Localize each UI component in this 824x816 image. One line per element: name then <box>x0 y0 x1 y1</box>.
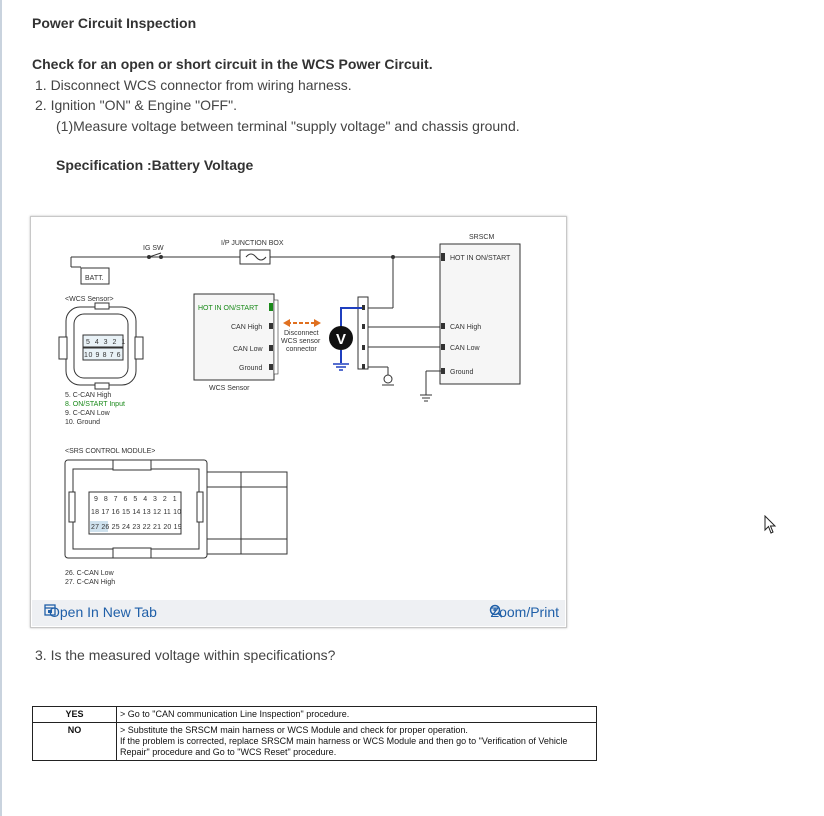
srscm-title: SRSCM <box>469 234 494 241</box>
srs-row-1: 9 8 7 6 5 4 3 2 1 <box>94 496 179 503</box>
result-no-line-1: > Substitute the SRSCM main harness or W… <box>120 725 468 735</box>
probe-wire-positive <box>340 307 362 327</box>
result-no-line-3: Repair" procedure and Go to "WCS Reset" … <box>120 747 337 757</box>
wcs-pin-can-high: CAN High <box>231 324 262 331</box>
srs-legend-2: 27. C-CAN High <box>65 579 115 586</box>
wiring-diagram-figure: IG SW I/P JUNCTION BOX BATT. SRSCM HOT I… <box>30 216 567 628</box>
wcs-pin-ground: Ground <box>239 365 262 372</box>
disconnect-note-1: Disconnect <box>284 330 319 337</box>
result-yes-line-1: > Go to "CAN communication Line Inspecti… <box>120 709 350 719</box>
srs-row-2: 18 17 16 15 14 13 12 11 10 <box>91 509 181 516</box>
wcs-pin-can-low: CAN Low <box>233 346 264 353</box>
disconnect-note-3: connector <box>286 346 317 353</box>
open-in-new-tab-link[interactable]: Open In New Tab <box>44 604 157 620</box>
voltmeter-icon <box>329 326 353 350</box>
wcs-sensor-header: <WCS Sensor> <box>65 296 114 303</box>
figure-toolbar: Open In New Tab Zoom/Print <box>32 600 565 626</box>
zoom-print-label: Zoom/Print <box>490 604 559 620</box>
zoom-print-link[interactable]: Zoom/Print <box>489 604 559 620</box>
step-1: 1. Disconnect WCS connector from wiring … <box>35 77 352 93</box>
check-heading: Check for an open or short circuit in th… <box>32 56 433 72</box>
table-row: NO > Substitute the SRSCM main harness o… <box>32 722 597 761</box>
srs-legend-1: 26. C-CAN Low <box>65 570 115 577</box>
result-value-no: > Substitute the SRSCM main harness or W… <box>116 722 597 761</box>
table-row: YES > Go to "CAN communication Line Insp… <box>32 706 597 723</box>
wcs-sensor-label: WCS Sensor <box>209 385 250 392</box>
specification: Specification :Battery Voltage <box>56 157 254 173</box>
battery-label: BATT. <box>85 275 104 282</box>
result-key-yes: YES <box>32 706 117 723</box>
disconnect-note-2: WCS sensor <box>281 338 321 345</box>
open-in-new-tab-label: Open In New Tab <box>49 604 157 620</box>
srscm-pin-can-high: CAN High <box>450 324 481 331</box>
step-3-question: 3. Is the measured voltage within specif… <box>35 647 336 663</box>
voltmeter-label: V <box>336 331 346 348</box>
wcs-pin-hot: HOT IN ON/START <box>198 305 259 312</box>
wcs-legend-4: 10. Ground <box>65 419 100 426</box>
wcs-connector-top-pins: 5 4 3 2 1 <box>86 339 127 346</box>
result-key-no: NO <box>32 722 117 761</box>
srscm-box <box>439 243 521 385</box>
srs-row-3: 27 26 25 24 23 22 21 20 19 <box>91 524 182 531</box>
srs-connector-drawing <box>64 459 288 559</box>
srscm-pin-hot: HOT IN ON/START <box>450 255 511 262</box>
wiring-diagram: IG SW I/P JUNCTION BOX BATT. SRSCM HOT I… <box>58 234 521 586</box>
result-table: YES > Go to "CAN communication Line Insp… <box>32 706 597 761</box>
srscm-pin-ground: Ground <box>450 369 473 376</box>
result-value-yes: > Go to "CAN communication Line Inspecti… <box>116 706 597 723</box>
wcs-legend-2: 8. ON/START Input <box>65 401 125 408</box>
wcs-connector-drawing <box>58 302 144 390</box>
wcs-connector-bottom-pins: 10 9 8 7 6 <box>84 352 121 359</box>
fuse-icon <box>245 253 267 261</box>
fuse-box <box>239 249 271 265</box>
result-no-line-2: If the problem is corrected, replace SRS… <box>120 736 568 746</box>
left-border <box>0 0 2 816</box>
chassis-ground-icon <box>383 374 393 384</box>
page-title: Power Circuit Inspection <box>32 15 197 31</box>
ig-sw-label: IG SW <box>143 245 164 252</box>
step-2-sub-1: (1)Measure voltage between terminal "sup… <box>56 118 520 134</box>
srscm-pin-can-low: CAN Low <box>450 345 481 352</box>
wcs-legend-3: 9. C-CAN Low <box>65 410 111 417</box>
wcs-sensor-box <box>193 293 275 381</box>
wcs-legend-1: 5. C-CAN High <box>65 392 111 399</box>
srs-module-header: <SRS CONTROL MODULE> <box>65 448 155 455</box>
mouse-cursor-icon <box>764 514 778 540</box>
step-2: 2. Ignition "ON" & Engine "OFF". <box>35 97 237 113</box>
battery-box <box>80 267 110 285</box>
ip-junction-label: I/P JUNCTION BOX <box>221 240 284 247</box>
